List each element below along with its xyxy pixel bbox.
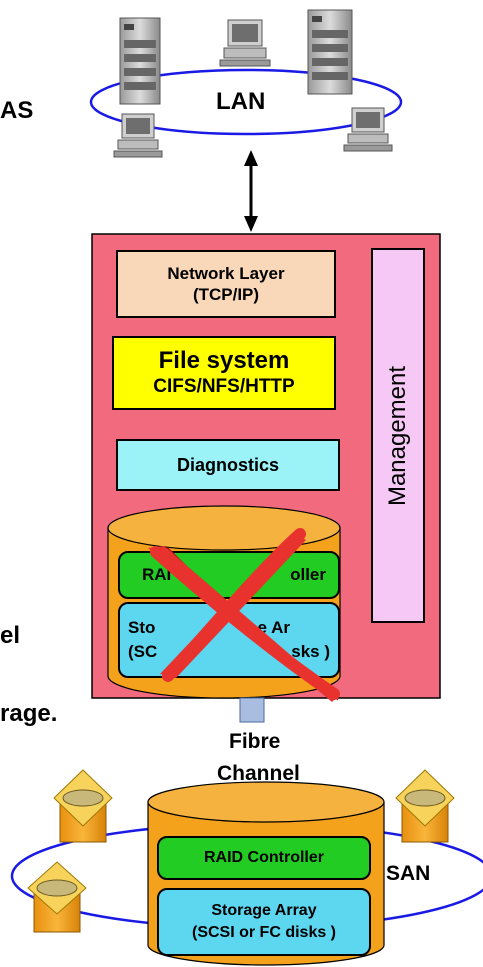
storage-array-line2-start: (SC — [128, 642, 158, 661]
san-storage-array-disks: (SCSI or FC disks ) — [191, 924, 337, 941]
file-system-protocols: CIFS/NFS/HTTP — [153, 376, 295, 397]
lan-label: LAN — [216, 88, 266, 115]
storage-array-line2-end: sks ) — [291, 642, 330, 661]
management-label: Management — [384, 365, 411, 506]
management-box: Management — [371, 248, 425, 623]
storage-array-line2: (SC sks ) — [128, 640, 330, 664]
san-raid-controller: RAID Controller — [157, 836, 371, 880]
fibre-channel-label-line2: Channel — [217, 762, 300, 785]
appliance-storage-array: Sto e Ar (SC sks ) — [118, 602, 340, 678]
network-layer-protocol: (TCP/IP) — [192, 285, 260, 304]
san-raid-controller-label: RAID Controller — [204, 849, 324, 866]
storage-array-text-mid: e Ar — [257, 618, 290, 637]
left-text-fragment-nas: AS — [0, 97, 34, 124]
disk-icon — [27, 861, 87, 933]
left-text-fragment-storage: rage. — [0, 700, 58, 727]
diagnostics-label: Diagnostics — [176, 454, 280, 475]
server-tower-icon — [119, 17, 161, 105]
left-text-fragment-channel: el — [0, 622, 21, 649]
raid-controller-text-start: RAI — [142, 565, 172, 584]
raid-controller-text-end: oller — [290, 565, 326, 584]
workstation-icon — [343, 107, 393, 152]
workstation-icon — [113, 113, 163, 158]
network-layer-title: Network Layer — [167, 264, 285, 283]
network-layer-box: Network Layer (TCP/IP) — [116, 250, 336, 318]
appliance-raid-controller: RAI oller — [118, 551, 340, 599]
disk-icon — [395, 769, 455, 843]
disk-icon — [53, 769, 113, 843]
lan-ring — [89, 68, 403, 136]
workstation-icon — [219, 19, 271, 67]
storage-array-line1: Sto e Ar — [128, 616, 330, 640]
server-tower-icon — [307, 9, 353, 95]
san-storage-array: Storage Array (SCSI or FC disks ) — [157, 888, 371, 956]
file-system-title: File system — [158, 347, 290, 374]
storage-array-text-start: Sto — [128, 618, 156, 637]
diagnostics-box: Diagnostics — [116, 439, 340, 491]
fibre-channel-link — [239, 697, 265, 723]
san-storage-array-title: Storage Array — [211, 902, 317, 919]
file-system-box: File system CIFS/NFS/HTTP — [112, 336, 336, 410]
double-arrow-icon — [244, 150, 258, 232]
san-label: SAN — [386, 862, 431, 885]
fibre-channel-label-line1: Fibre — [229, 730, 281, 753]
